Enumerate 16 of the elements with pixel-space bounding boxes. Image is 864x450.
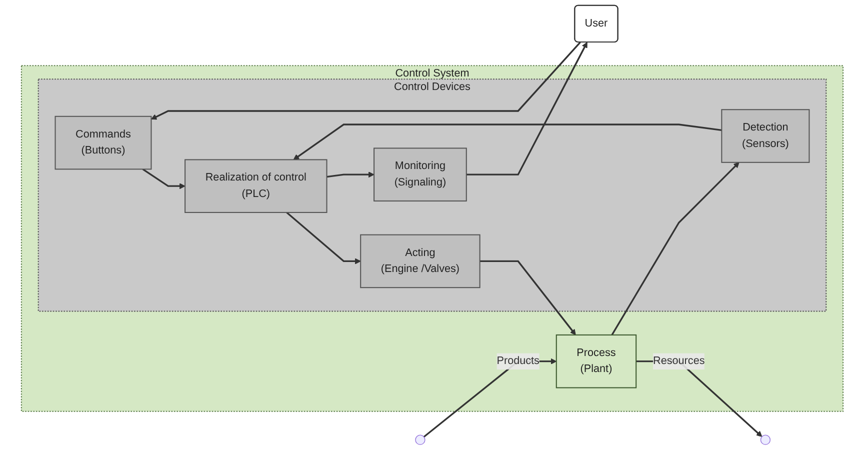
- node-box: Commands (Buttons): [54, 116, 152, 170]
- node-box: Acting (Engine /Valves): [360, 234, 480, 288]
- arrow: [480, 260, 576, 336]
- arrow: [286, 212, 361, 264]
- node-box: Process (Plant): [556, 334, 636, 388]
- node-box: Monitoring (Signaling): [373, 148, 467, 202]
- arrow: [142, 168, 186, 190]
- node-box: Detection (Sensors): [720, 109, 810, 163]
- arrow: [326, 172, 374, 178]
- node-box: Realization of control (PLC): [184, 159, 328, 213]
- arrow: [611, 162, 740, 336]
- arrow: [293, 124, 722, 160]
- edge-label: Resources: [652, 355, 705, 367]
- arrow: [150, 42, 581, 120]
- arrow: [466, 42, 588, 176]
- edge-label: Products: [496, 355, 540, 367]
